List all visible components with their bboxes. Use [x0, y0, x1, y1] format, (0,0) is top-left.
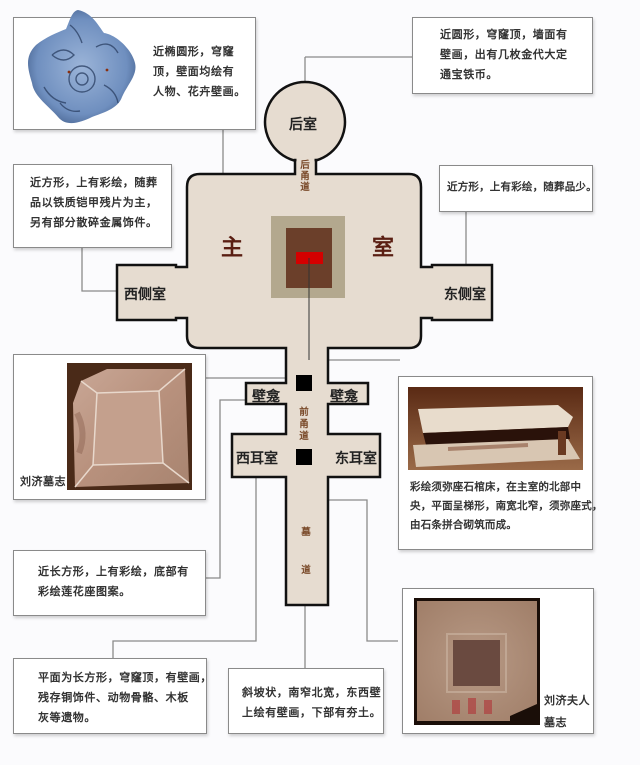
rear-door-marker [296, 449, 312, 465]
annotation-tomb-passage [228, 668, 384, 734]
annotation-rear-chamber-text: 近圆形，穹窿顶，墙面有 壁画，出有几枚金代大定 通宝铁币。 [440, 28, 568, 81]
west-niche-label: 壁龛 [252, 389, 280, 405]
liu-ji-epitaph-caption: 刘济墓志 [20, 475, 66, 488]
main-chamber-label-left: 主 [221, 236, 244, 261]
annotation-coffin-bed-text: 彩绘须弥座石棺床，在主室的北部中 央，平面呈梯形，南宽北窄，须弥座式， 由石条拼… [410, 481, 603, 531]
annotation-niche [13, 550, 206, 616]
east-ear-chamber-label: 东耳室 [335, 451, 377, 467]
blue-floral-relief-image [28, 10, 136, 124]
annotation-niche-text: 近长方形，上有彩绘，底部有 彩绘莲花座图案。 [38, 565, 189, 598]
east-side-chamber-label: 东侧室 [444, 287, 486, 303]
tomb-passage-label-2: 道 [301, 565, 311, 576]
west-ear-chamber-label: 西耳室 [236, 451, 278, 467]
rear-chamber-label: 后室 [289, 117, 317, 133]
annotation-east-side-chamber-text: 近方形，上有彩绘，随葬品少。 [447, 181, 597, 193]
annotation-ear-chamber-text: 平面为长方形，穹窿顶，有壁画， 残存铜饰件、动物骨骼、木板 灰等遗物。 [38, 671, 212, 724]
annotation-rear-chamber [412, 17, 593, 94]
wife-epitaph-image [414, 598, 540, 725]
front-door-marker [296, 375, 312, 391]
annotation-rear-ceiling-text: 近椭圆形，穹窿 顶，壁面均绘有 人物、花卉壁画。 [153, 45, 246, 98]
east-niche-label: 壁龛 [330, 389, 358, 405]
annotation-west-side-chamber [13, 164, 172, 248]
tomb-passage-label-1: 墓 [301, 527, 311, 538]
annotation-east-side-chamber [439, 165, 593, 212]
liu-ji-wife-epitaph-caption: 刘济夫人 墓志 [544, 694, 590, 729]
stone-coffin-bed-image [408, 387, 583, 470]
rear-corridor-label: 后 甬 道 [300, 160, 310, 193]
main-chamber-label-right: 室 [372, 236, 395, 261]
west-side-chamber-label: 西侧室 [124, 287, 166, 303]
liu-ji-epitaph-image [67, 363, 192, 490]
annotation-tomb-passage-text: 斜坡状，南窄北宽，东西壁 上绘有壁画，下部有夯土。 [242, 686, 382, 719]
annotation-west-side-chamber-text: 近方形，上有彩绘，随葬 品以铁质铠甲残片为主， 另有部分散碎金属饰件。 [30, 176, 158, 229]
annotation-ear-chamber [13, 658, 207, 734]
front-corridor-label: 前 甬 道 [299, 407, 309, 442]
